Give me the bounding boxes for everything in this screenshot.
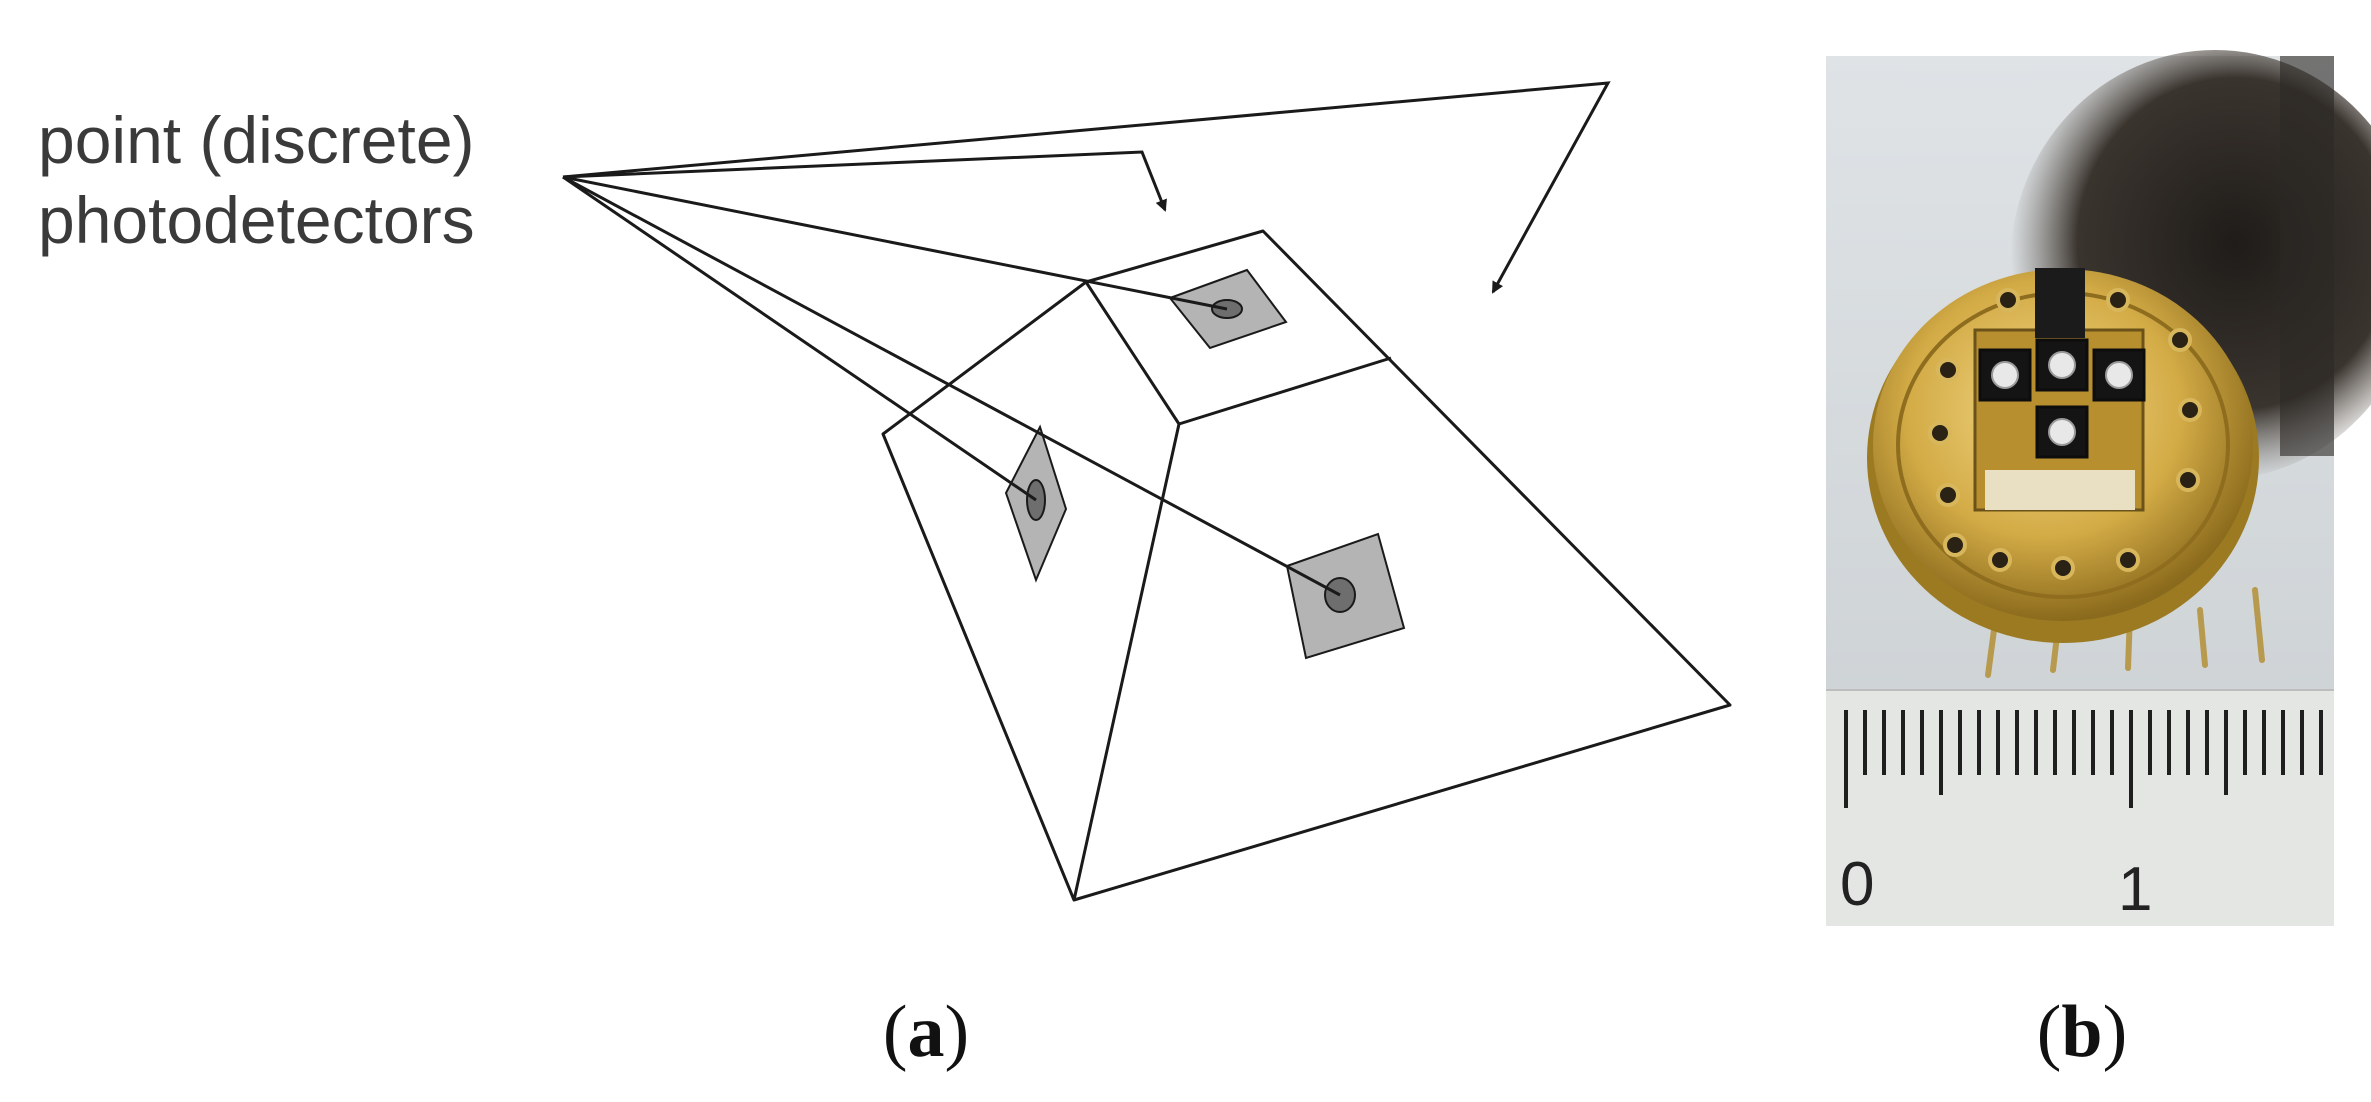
leader-line-inner-arrow	[562, 150, 1167, 212]
detector-label-line1: point (discrete)	[38, 103, 475, 177]
leader-line-top-detector	[562, 175, 1228, 311]
pyramid-edge-top	[1084, 281, 1181, 425]
caption-b: (b)	[2037, 991, 2127, 1073]
detector-photo: 0 1	[1826, 50, 2371, 926]
caption-a: (a)	[883, 991, 969, 1073]
panel-b: 0 1 (b)	[1826, 50, 2371, 1073]
photodetector-top	[1168, 268, 1288, 350]
pyramid-edge-right	[1178, 356, 1392, 426]
photodetector-left	[1004, 424, 1068, 583]
pyramid-edge-front	[1072, 423, 1181, 901]
ruler-ticks	[1844, 710, 2323, 808]
ruler-label-zero: 0	[1840, 850, 1874, 919]
photodetector-bottom	[1285, 532, 1406, 660]
ruler-label-one: 1	[2118, 855, 2152, 924]
leader-line-bottom-detector	[562, 175, 1341, 597]
pyramid-diagram	[881, 229, 1732, 902]
leader-line-outer-arrow	[562, 81, 1611, 294]
detector-label-line2: photodetectors	[38, 183, 475, 257]
pyramid-outline	[881, 229, 1732, 902]
leader-line-left-detector	[562, 175, 1037, 502]
panel-a: point (discrete) photodetectors	[38, 81, 1732, 1073]
leader-lines	[562, 81, 1611, 597]
